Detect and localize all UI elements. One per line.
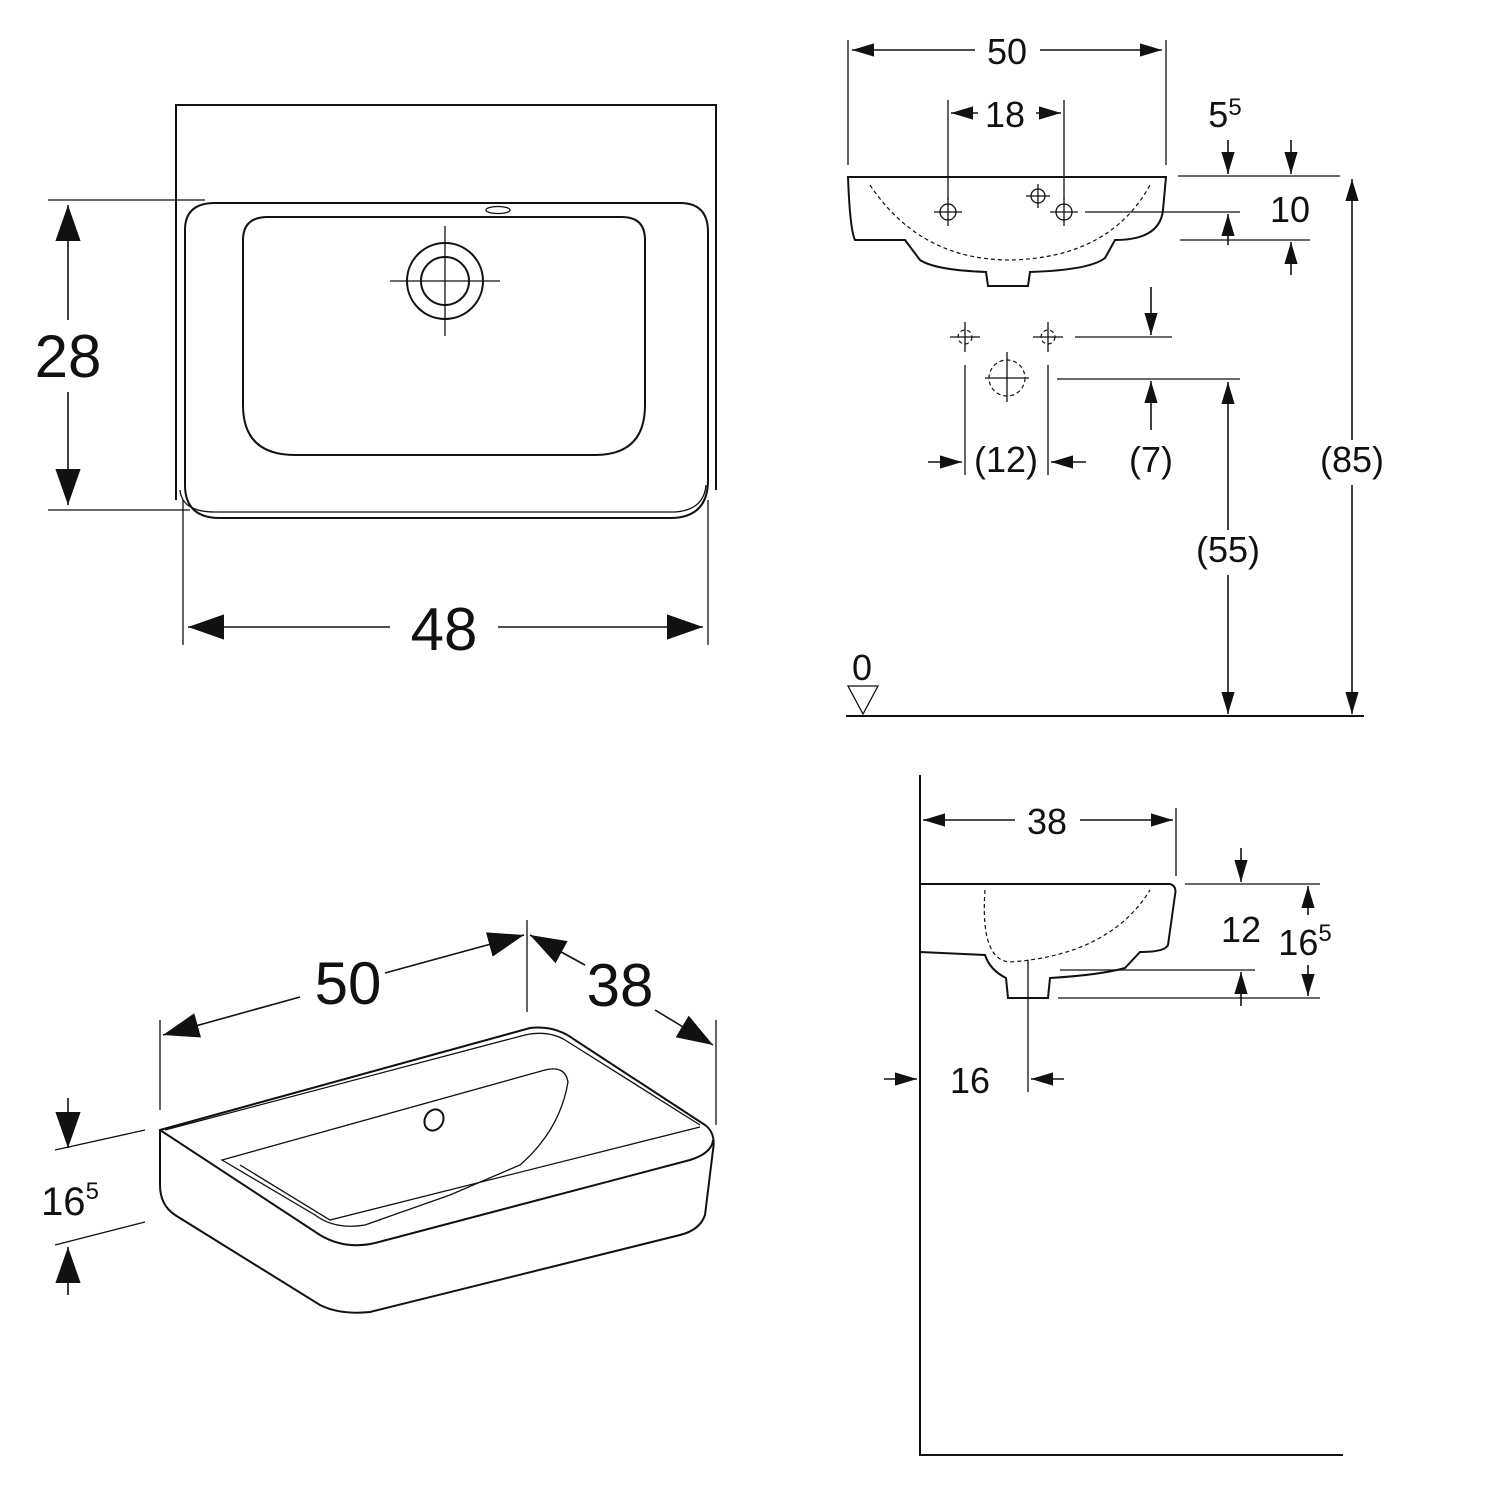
dimension-waste-from-wall-16: 16 [950,1060,990,1101]
dimension-depth-28: 28 [35,323,102,390]
basin-side-outline [919,883,1177,999]
isometric-view: 50 38 165 [41,920,717,1314]
dimension-bowl-height-12: 12 [1221,909,1261,950]
overflow-hole-icon [1026,184,1050,208]
dimension-waste-offset-7: (7) [1129,439,1173,480]
basin-front-outline [846,176,1168,287]
supply-point-icon [1033,322,1063,352]
supply-point-icon [950,322,980,352]
dimension-waste-height-55: (55) [1196,529,1260,570]
dimension-width-50: 50 [987,31,1027,72]
wall-panel-outline [175,104,717,500]
rim-edge [179,484,707,513]
overflow-icon [423,1108,445,1132]
bowl-outline [242,216,646,456]
basin-outline [184,202,709,519]
overflow-icon [485,205,511,215]
dimension-depth-38: 38 [1027,801,1067,842]
dimension-overflow-10: 10 [1270,189,1310,230]
level-marker-icon [846,685,880,716]
drain-icon [390,226,500,336]
dimension-total-height-16-5: 165 [1278,920,1331,963]
dimension-depth-38: 38 [587,952,654,1019]
tap-hole-icon [934,198,962,226]
front-view: 50 18 55 10 (7) (12) (55) [846,31,1384,717]
dimension-rim-offset: 55 [1208,94,1241,135]
plan-view: 28 48 [35,104,717,663]
dimension-width-48: 48 [411,596,478,663]
dimension-height-16-5: 165 [41,1178,99,1224]
dimension-waste-spacing-12: (12) [974,439,1038,480]
tap-hole-icon [1050,198,1078,226]
dimension-tap-spacing-18: 18 [985,94,1025,135]
basin-body-outline [159,1026,715,1314]
dimension-width-50: 50 [315,950,382,1017]
dimension-rim-height-85: (85) [1320,439,1384,480]
floor-level-0: 0 [852,647,872,688]
side-view: 38 12 165 16 [884,775,1343,1456]
waste-point-icon [985,352,1029,402]
